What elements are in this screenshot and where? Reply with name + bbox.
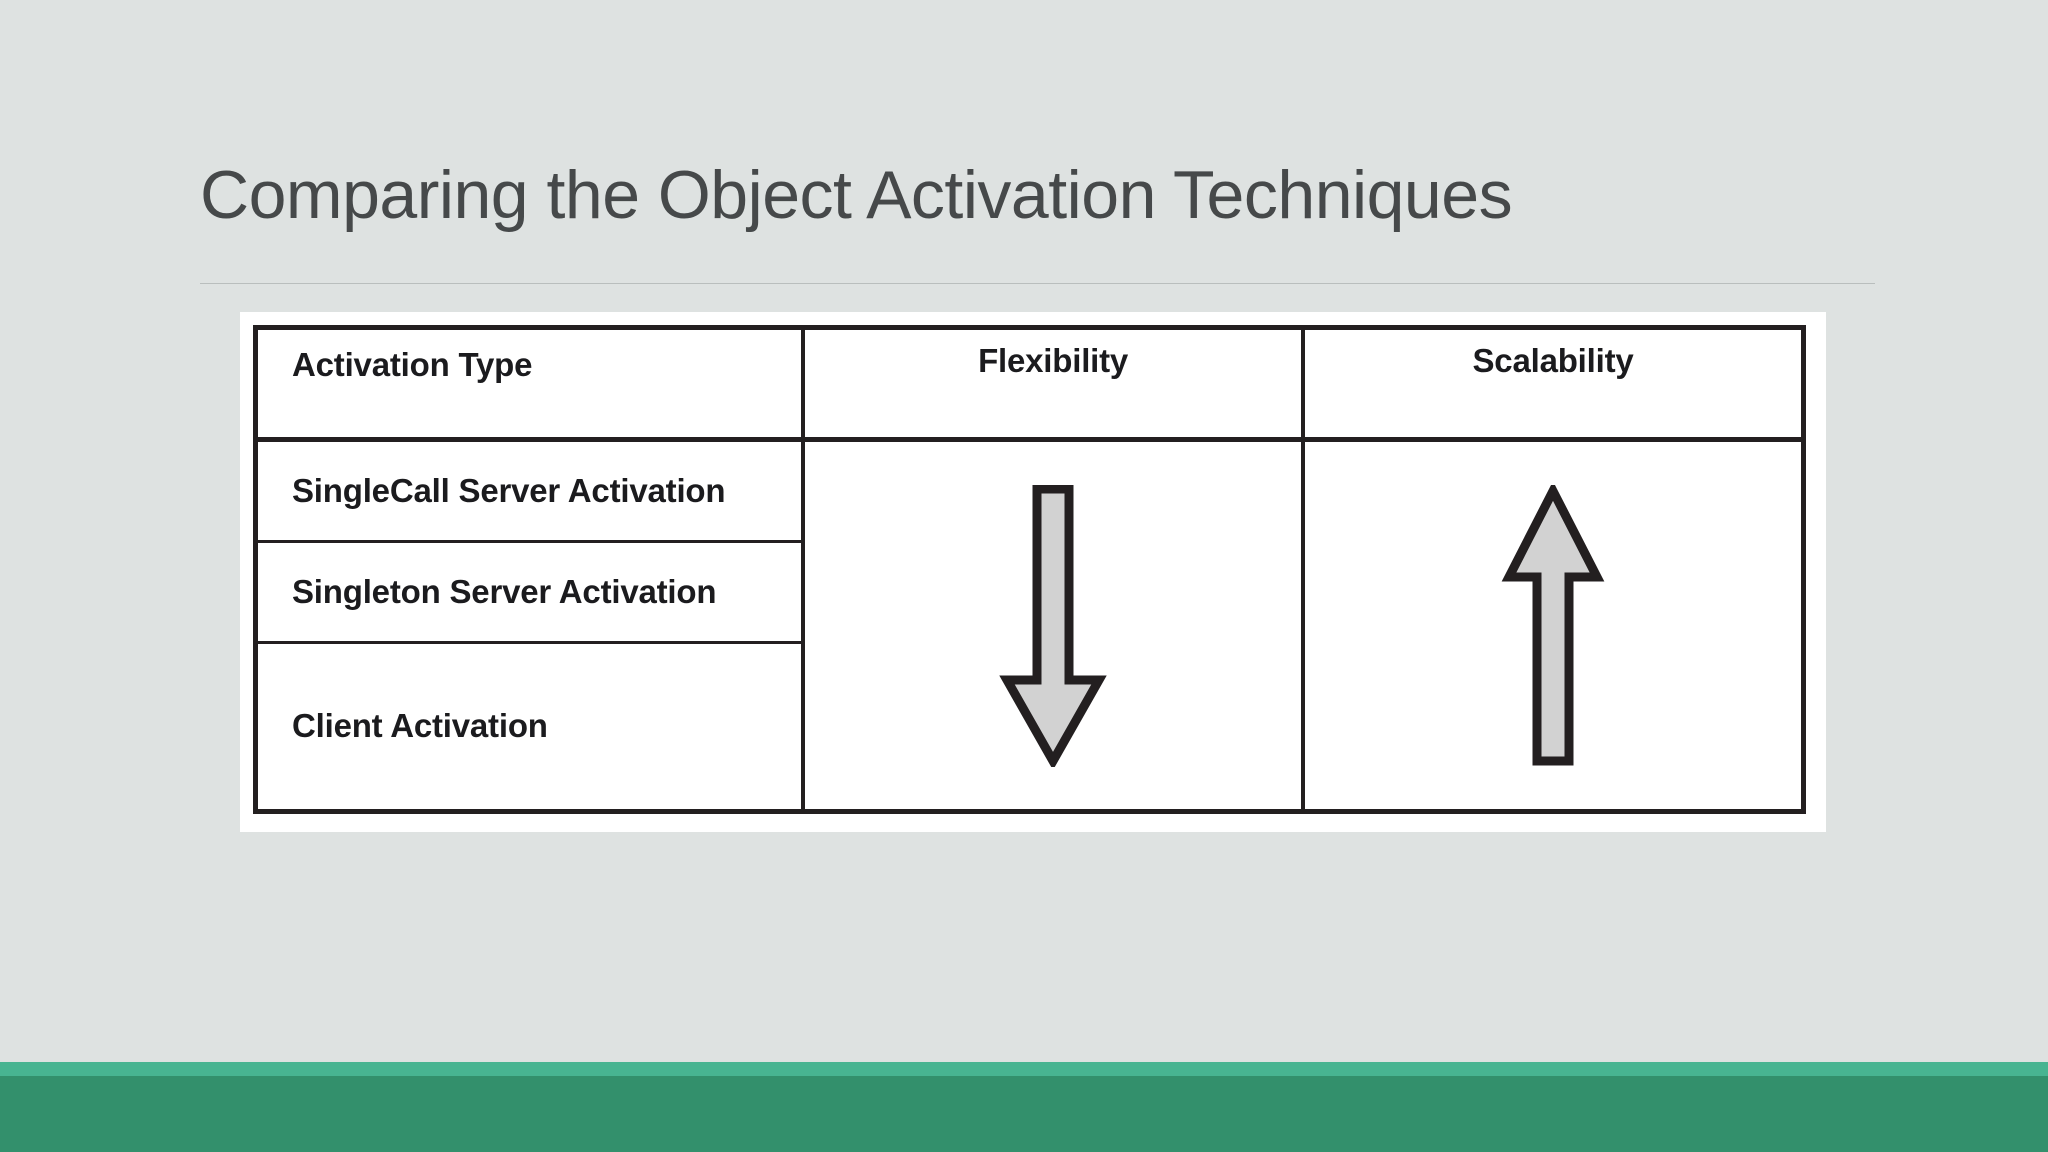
page-title: Comparing the Object Activation Techniqu…	[200, 157, 1513, 233]
column-activation-type: Activation Type SingleCall Server Activa…	[258, 330, 802, 809]
column-header-flexibility: Flexibility	[805, 330, 1302, 442]
table-row-singlecall-label: SingleCall Server Activation	[258, 442, 802, 543]
table-row-singleton-label: Singleton Server Activation	[258, 543, 802, 644]
up-arrow-icon	[1493, 484, 1613, 767]
title-divider	[200, 283, 1875, 284]
scalability-arrow-cell	[1305, 442, 1801, 809]
comparison-table: Activation Type SingleCall Server Activa…	[253, 325, 1806, 814]
footer-accent-band-dark	[0, 1076, 2048, 1152]
column-header-activation-type: Activation Type	[258, 330, 802, 442]
column-scalability: Scalability	[1301, 330, 1801, 809]
column-header-scalability: Scalability	[1305, 330, 1801, 442]
activation-type-cells: SingleCall Server Activation Singleton S…	[258, 442, 802, 809]
down-arrow-icon	[993, 484, 1113, 767]
comparison-table-frame: Activation Type SingleCall Server Activa…	[240, 312, 1826, 832]
flexibility-arrow-cell	[805, 442, 1301, 809]
table-row-client-label: Client Activation	[292, 707, 548, 745]
footer-accent-band-light	[0, 1062, 2048, 1076]
column-flexibility: Flexibility	[801, 330, 1302, 809]
